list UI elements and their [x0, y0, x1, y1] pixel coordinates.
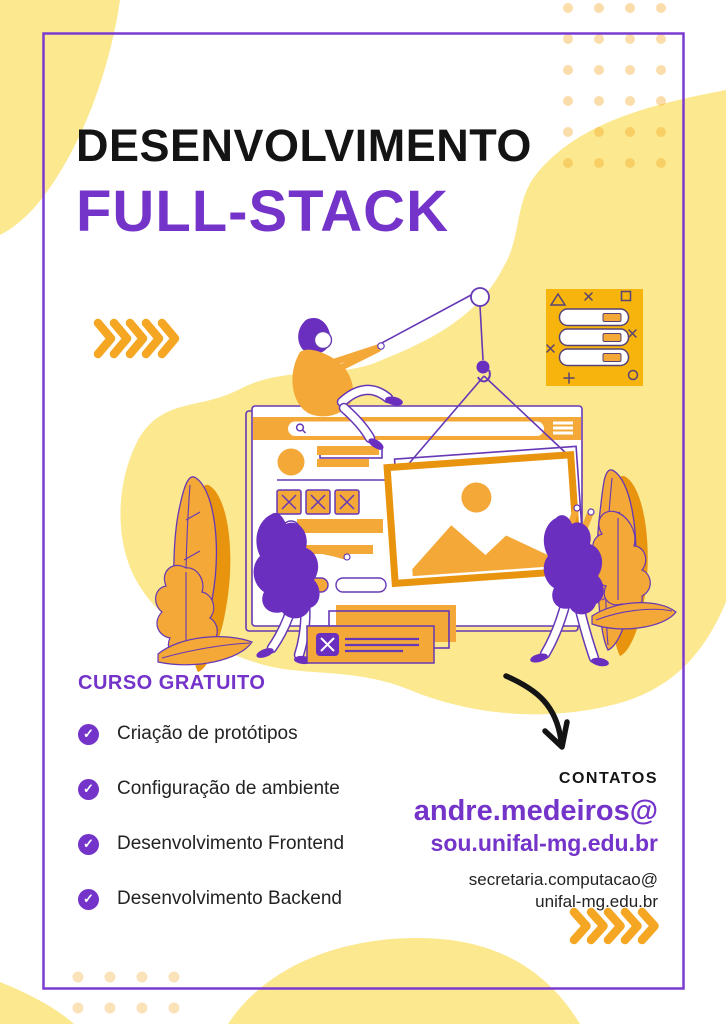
plants-left: [155, 476, 253, 672]
contact-email-primary-line1: andre.medeiros@: [413, 795, 658, 827]
course-item: ✓ Desenvolvimento Backend: [78, 888, 344, 910]
contacts-section: CONTATOS andre.medeiros@ sou.unifal-mg.e…: [358, 770, 658, 913]
check-circle-icon: ✓: [78, 723, 99, 745]
dot-grid-top-right: [563, 3, 666, 168]
course-item: ✓ Desenvolvimento Frontend: [78, 833, 344, 855]
banner-cards-illustration: [306, 605, 456, 664]
poster-title: DESENVOLVIMENTO FULL-STACK: [76, 120, 532, 243]
check-circle-icon: ✓: [78, 833, 99, 855]
image-card-illustration: [383, 445, 586, 588]
course-item-label: Criação de protótipos: [117, 723, 298, 744]
avatar-circle: [277, 448, 305, 476]
frame-border: [42, 32, 685, 990]
blob-bottom-center: [228, 938, 580, 1024]
check-circle-icon: ✓: [78, 778, 99, 800]
title-line-1: DESENVOLVIMENTO: [76, 120, 532, 171]
dot-grid-bottom-left: [72, 971, 180, 1014]
check-circle-icon: ✓: [78, 888, 99, 910]
course-item-label: Desenvolvimento Backend: [117, 888, 342, 909]
contact-email-primary-line2: sou.unifal-mg.edu.br: [430, 829, 658, 856]
image-mountains-sun-icon: [412, 525, 561, 577]
course-item-label: Desenvolvimento Frontend: [117, 833, 345, 854]
person-right: [530, 504, 609, 667]
course-section: CURSO GRATUITO ✓ Criação de protótipos ✓…: [78, 672, 344, 943]
hamburger-menu-icon: [553, 421, 573, 435]
sun-icon: [461, 482, 492, 513]
contacts-heading: CONTATOS: [558, 770, 658, 787]
course-heading: CURSO GRATUITO: [78, 672, 266, 694]
course-item: ✓ Configuração de ambiente: [78, 778, 344, 800]
curved-arrow-icon: [503, 673, 570, 750]
person-left: [253, 512, 351, 665]
chevron-right-icons-left: [93, 318, 180, 359]
contact-email-secondary-line2: unifal-mg.edu.br: [535, 891, 658, 911]
contact-email-secondary-line1: secretaria.computacao@: [468, 869, 658, 889]
title-line-2: FULL-STACK: [76, 178, 449, 244]
server-panel-illustration: [546, 289, 643, 386]
course-item: ✓ Criação de protótipos: [78, 723, 344, 745]
image-placeholder-boxes: [276, 489, 360, 515]
blob-top-left: [0, 0, 120, 235]
person-pulling-rope: [292, 318, 403, 450]
chevron-right-icons-bottom: [569, 907, 659, 945]
blob-bottom-left: [0, 982, 74, 1024]
course-list: ✓ Criação de protótipos ✓ Configuração d…: [78, 723, 344, 910]
plants-right: [591, 469, 677, 656]
course-item-label: Configuração de ambiente: [117, 778, 340, 799]
search-bar: [288, 421, 544, 436]
search-icon: [295, 423, 307, 434]
